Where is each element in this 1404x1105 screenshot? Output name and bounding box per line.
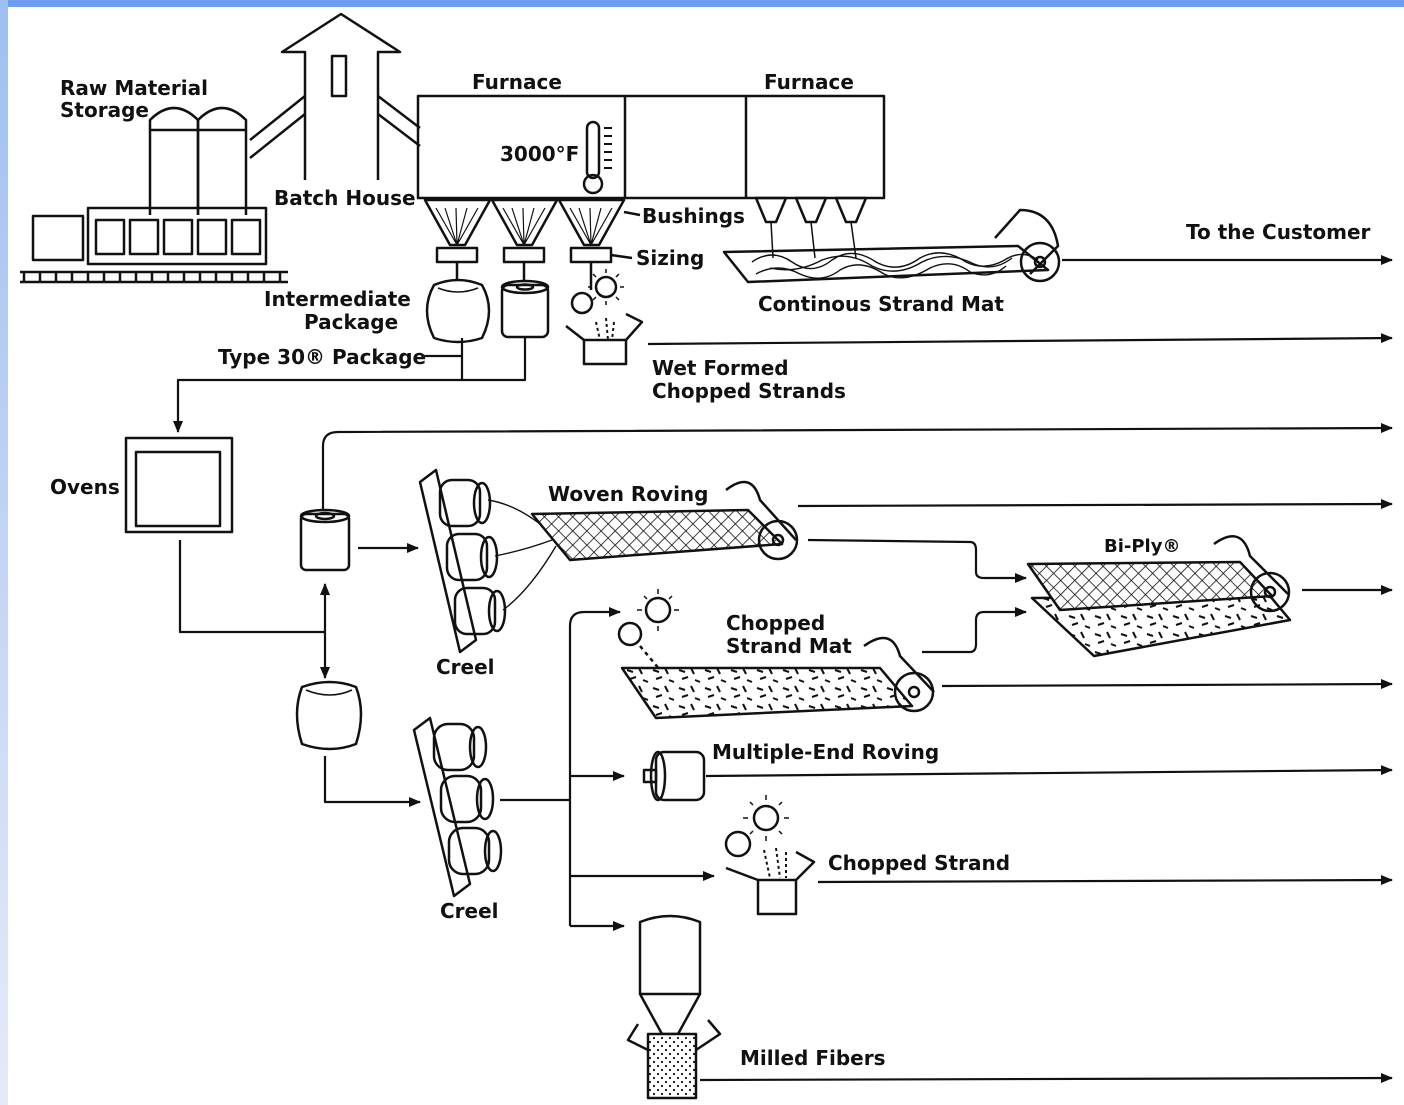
label-intermediate: Intermediate xyxy=(264,287,411,311)
label-sizing: Sizing xyxy=(636,246,704,270)
label-furnace-1: Furnace xyxy=(472,70,562,94)
bushings-icon xyxy=(425,200,640,245)
label-creel-1: Creel xyxy=(436,655,495,679)
label-raw-material: Raw Material xyxy=(60,76,208,100)
label-wet-formed: Wet Formed xyxy=(652,356,789,380)
label-milled-fibers: Milled Fibers xyxy=(740,1046,885,1070)
label-chopped-strands: Chopped Strands xyxy=(652,379,846,403)
label-chopped-strand: Chopped Strand xyxy=(828,851,1010,875)
label-chopped: Chopped xyxy=(726,611,825,635)
dried-package-icon xyxy=(301,510,349,570)
intermediate-package-icon xyxy=(427,280,489,342)
label-furnace-2: Furnace xyxy=(764,70,854,94)
label-strand-mat: Strand Mat xyxy=(726,634,852,658)
label-package: Package xyxy=(304,310,398,334)
forming-package-icon xyxy=(297,682,361,749)
creel-1-icon xyxy=(420,470,556,652)
label-creel-2: Creel xyxy=(440,899,499,923)
label-bushings: Bushings xyxy=(642,204,745,228)
ovens-icon xyxy=(126,438,232,532)
batch-house-icon xyxy=(250,14,420,180)
label-to-the-customer: To the Customer xyxy=(1186,220,1371,244)
milled-fibers-icon xyxy=(628,916,720,1098)
multiple-end-roving-icon xyxy=(644,752,704,800)
sizing-icon xyxy=(437,248,632,290)
silos-icon xyxy=(150,108,246,215)
label-temperature: 3000°F xyxy=(500,142,579,166)
creel-2-icon xyxy=(414,718,501,896)
label-ovens: Ovens xyxy=(50,475,120,499)
label-woven-roving: Woven Roving xyxy=(548,482,708,506)
chopped-strand-icon xyxy=(726,795,814,914)
label-continuous-strand-mat: Continous Strand Mat xyxy=(758,292,1004,316)
label-storage: Storage xyxy=(60,98,149,122)
furnace-icon xyxy=(418,96,884,198)
label-bi-ply: Bi-Ply® xyxy=(1104,536,1180,557)
rail-car-icon xyxy=(20,208,288,282)
type30-package-icon xyxy=(502,281,548,337)
wet-chopper-icon xyxy=(566,269,642,364)
label-type30-package: Type 30® Package xyxy=(218,345,426,369)
label-multiple-end-roving: Multiple-End Roving xyxy=(712,740,939,764)
label-batch-house: Batch House xyxy=(274,186,416,210)
